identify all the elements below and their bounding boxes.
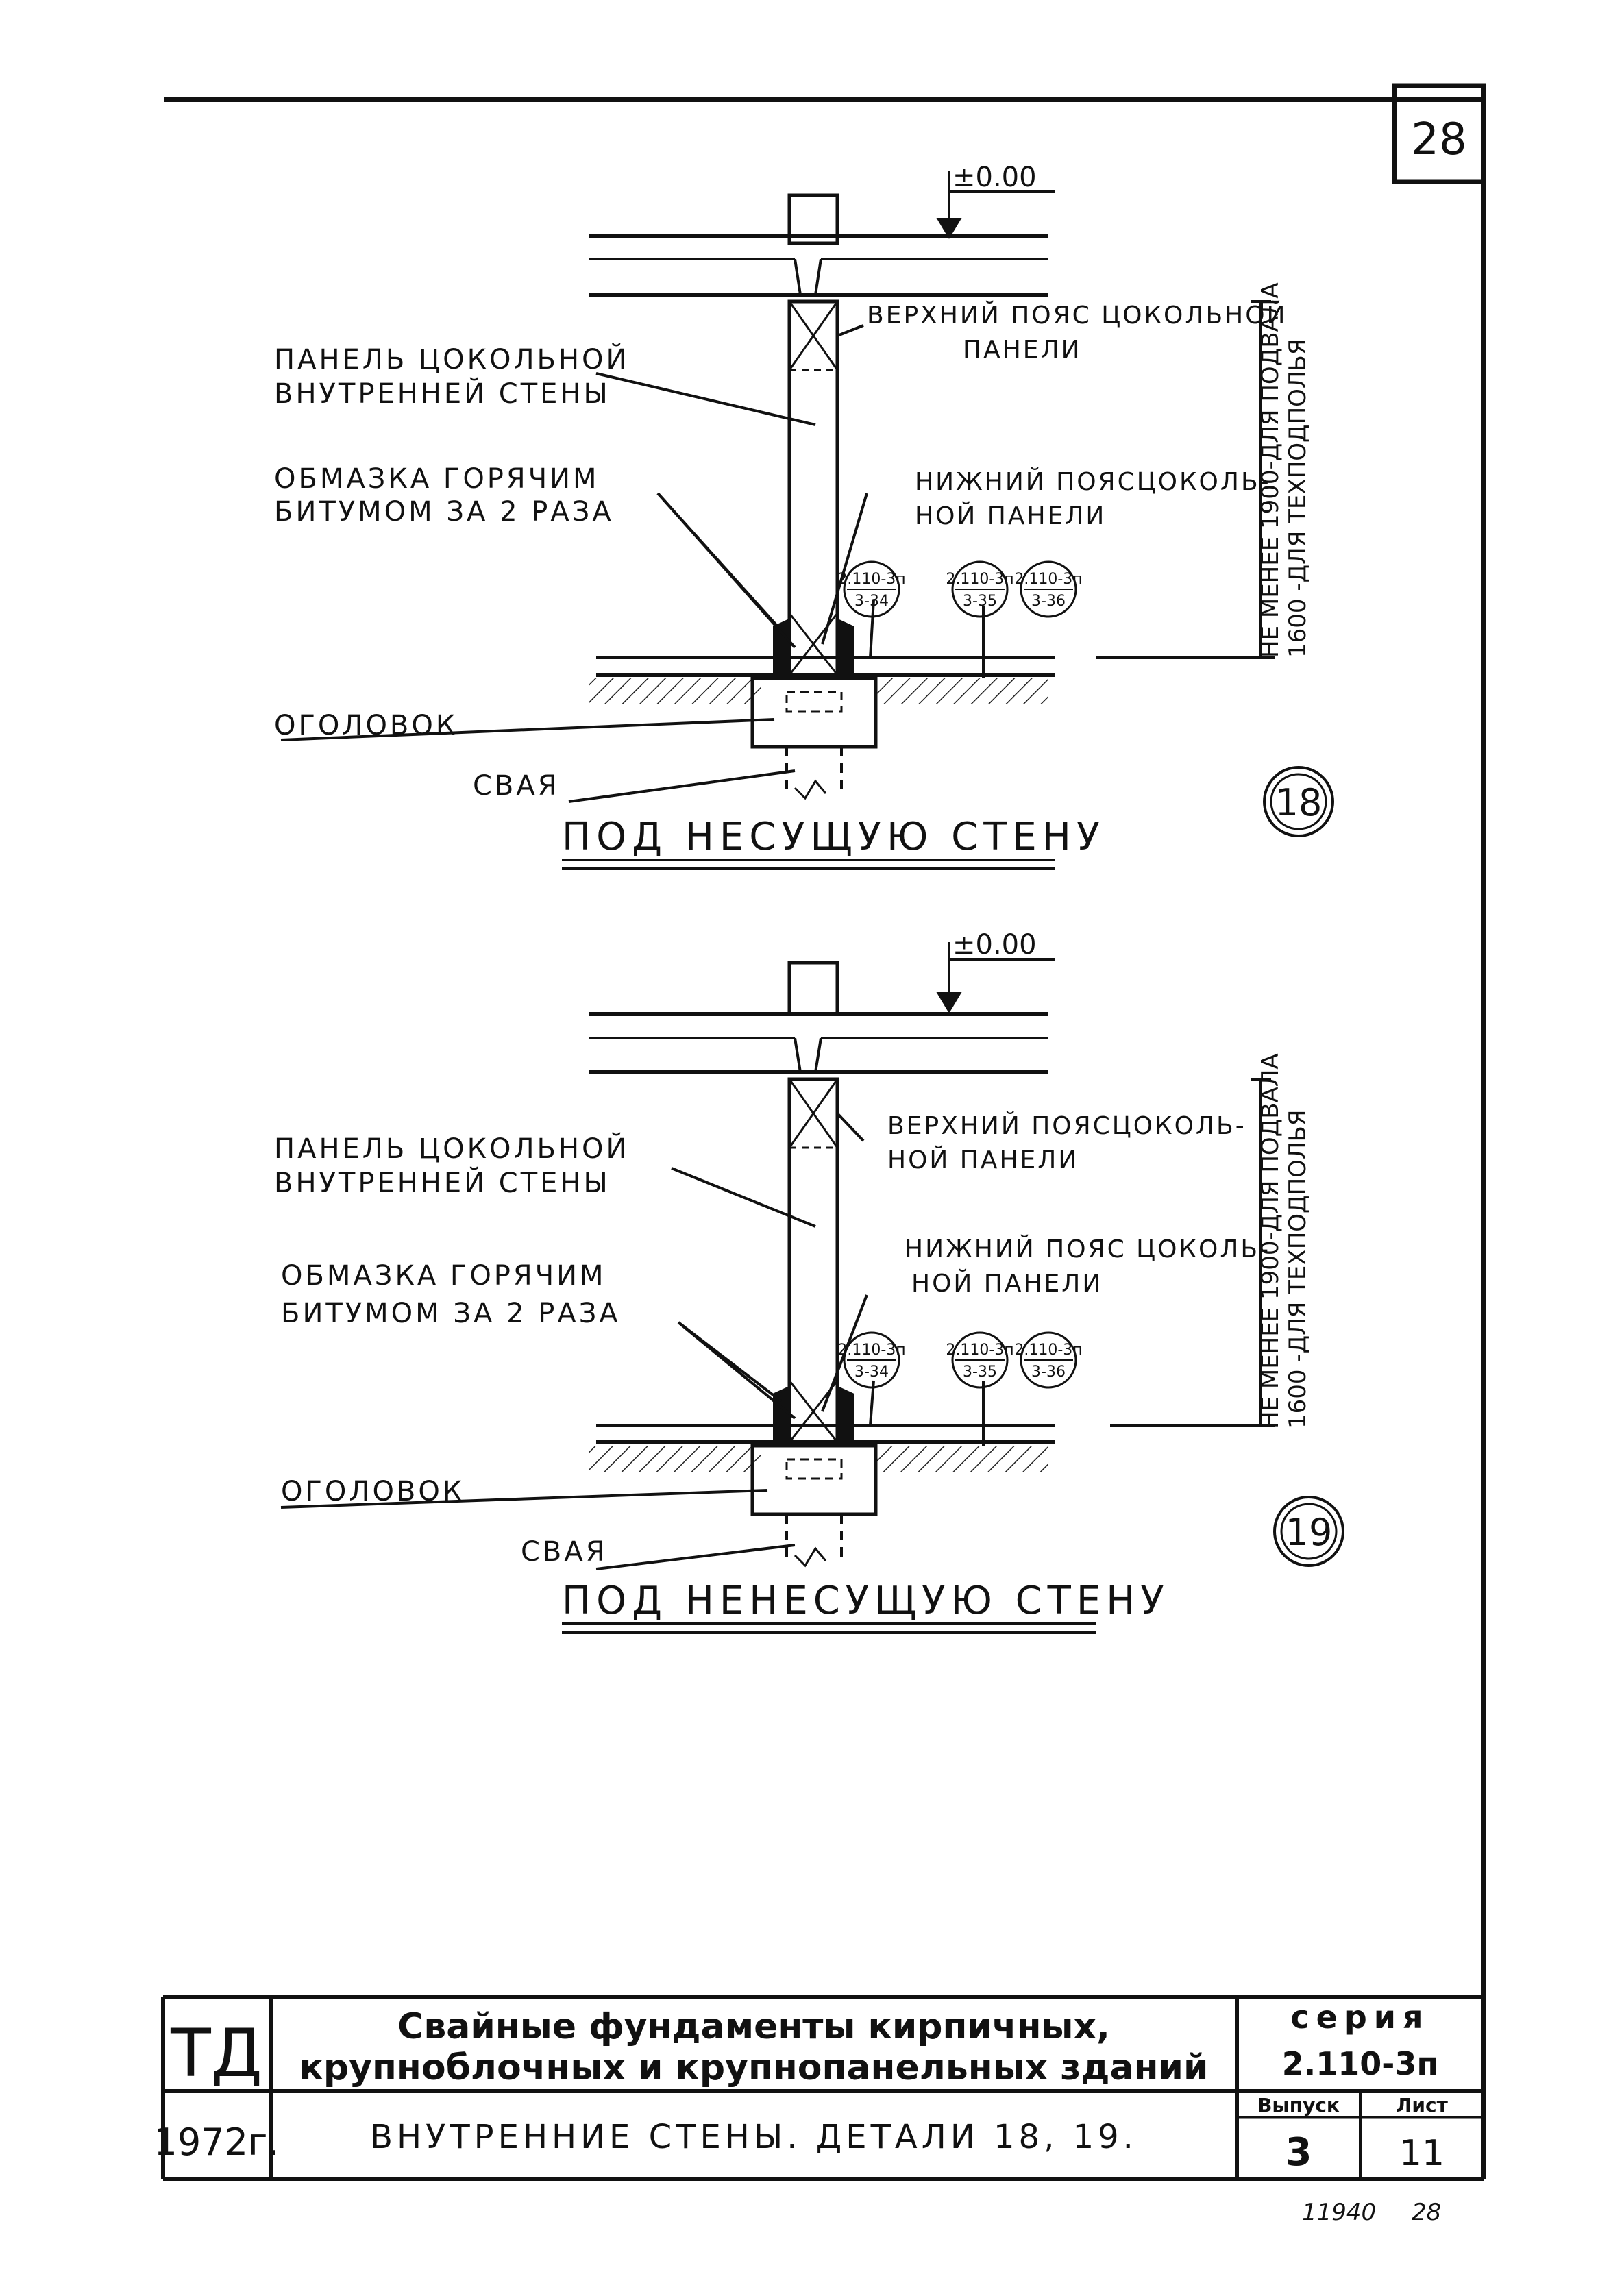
lower-belt-label-line2: НОЙ ПАНЕЛИ bbox=[915, 502, 1106, 530]
sheet-value: 11 bbox=[1399, 2133, 1444, 2174]
sheet-number-box: 28 bbox=[1392, 83, 1486, 184]
height-dimension-line1: НЕ МЕНЕЕ 1900-ДЛЯ ПОДВАЛА bbox=[1257, 282, 1284, 658]
coating-label-line2: БИТУМОМ ЗА 2 РАЗА bbox=[274, 496, 614, 528]
detail-18-texts: ±0.00 ПАНЕЛЬ ЦОКОЛЬНОЙ ВНУТРЕННЕЙ СТЕНЫ … bbox=[274, 162, 1322, 859]
elevation-label: ±0.00 bbox=[952, 929, 1037, 961]
issue-value: 3 bbox=[1286, 2130, 1312, 2175]
ref-1-top: 2.110-3п bbox=[837, 571, 905, 588]
title-line-2: крупноблочных и крупнопанельных зданий bbox=[299, 2047, 1209, 2088]
height-dimension-line2: 1600 -ДЛЯ ТЕХПОДПОЛЬЯ bbox=[1284, 339, 1312, 658]
coating-label-line1: ОБМАЗКА ГОРЯЧИМ bbox=[281, 1260, 606, 1292]
ref-2-bottom: 3-35 bbox=[963, 1363, 997, 1381]
panel-label-line1: ПАНЕЛЬ ЦОКОЛЬНОЙ bbox=[274, 1132, 629, 1165]
pile-label: СВАЯ bbox=[521, 1536, 608, 1568]
detail-19-texts: ±0.00 ПАНЕЛЬ ЦОКОЛЬНОЙ ВНУТРЕННЕЙ СТЕНЫ … bbox=[274, 929, 1332, 1623]
ref-2-bottom: 3-35 bbox=[963, 593, 997, 610]
upper-belt-label-line2: НОЙ ПАНЕЛИ bbox=[887, 1146, 1079, 1174]
detail-19-number: 19 bbox=[1286, 1511, 1333, 1554]
ref-2-top: 2.110-3п bbox=[946, 571, 1013, 588]
height-dimension-line2: 1600 -ДЛЯ ТЕХПОДПОЛЬЯ bbox=[1284, 1110, 1312, 1429]
footer-code: 11940 bbox=[1302, 2199, 1376, 2226]
sheet-title: ВНУТРЕННИЕ СТЕНЫ. ДЕТАЛИ 18, 19. bbox=[370, 2118, 1137, 2156]
detail-18 bbox=[280, 171, 1334, 870]
sheet-frame bbox=[161, 97, 1486, 2181]
sheet-label: Лист bbox=[1396, 2094, 1448, 2116]
title-line-1: Свайные фундаменты кирпичных, bbox=[397, 2006, 1110, 2047]
document-year: 1972г. bbox=[154, 2121, 280, 2164]
ref-3-bottom: 3-36 bbox=[1031, 593, 1066, 610]
sheet-number: 28 bbox=[1411, 114, 1466, 165]
elevation-label: ±0.00 bbox=[952, 162, 1037, 193]
lower-belt-label-line2: НОЙ ПАНЕЛИ bbox=[911, 1269, 1103, 1298]
detail-18-title: ПОД НЕСУЩУЮ СТЕНУ bbox=[562, 815, 1105, 859]
lower-belt-label-line1: НИЖНИЙ ПОЯСЦОКОЛЬ- bbox=[915, 467, 1271, 496]
detail-19 bbox=[280, 942, 1344, 1634]
pile-label: СВАЯ bbox=[473, 770, 560, 802]
ref-1-bottom: 3-34 bbox=[854, 1363, 889, 1381]
upper-belt-label-line2: ПАНЕЛИ bbox=[963, 336, 1082, 364]
cap-label: ОГОЛОВОК bbox=[274, 710, 458, 741]
issue-label: Выпуск bbox=[1257, 2094, 1340, 2116]
footer-sheet: 28 bbox=[1412, 2199, 1441, 2226]
upper-belt-label-line1: ВЕРХНИЙ ПОЯСЦОКОЛЬ- bbox=[887, 1111, 1246, 1140]
detail-18-number: 18 bbox=[1275, 781, 1323, 824]
footer: 11940 28 bbox=[1302, 2199, 1441, 2226]
title-block-texts: ТД 1972г. Свайные фундаменты кирпичных, … bbox=[154, 1999, 1449, 2175]
series-label: серия bbox=[1290, 1999, 1429, 2036]
series-value: 2.110-3п bbox=[1282, 2045, 1438, 2082]
upper-belt-label-line1: ВЕРХНИЙ ПОЯС ЦОКОЛЬНОЙ bbox=[867, 301, 1287, 330]
detail-19-title: ПОД НЕНЕСУЩУЮ СТЕНУ bbox=[562, 1579, 1170, 1623]
panel-label-line1: ПАНЕЛЬ ЦОКОЛЬНОЙ bbox=[274, 343, 629, 375]
title-block bbox=[163, 1995, 1484, 2179]
lower-belt-label-line1: НИЖНИЙ ПОЯС ЦОКОЛЬ- bbox=[905, 1235, 1270, 1263]
coating-label-line1: ОБМАЗКА ГОРЯЧИМ bbox=[274, 463, 600, 495]
ref-3-bottom: 3-36 bbox=[1031, 1363, 1066, 1381]
ref-2-top: 2.110-3п bbox=[946, 1342, 1013, 1359]
ref-1-top: 2.110-3п bbox=[837, 1342, 905, 1359]
ref-3-top: 2.110-3п bbox=[1014, 1342, 1082, 1359]
document-code: ТД bbox=[170, 2015, 262, 2092]
ref-1-bottom: 3-34 bbox=[854, 593, 889, 610]
height-dimension-line1: НЕ МЕНЕЕ 1900-ДЛЯ ПОДВАЛА bbox=[1257, 1053, 1284, 1429]
panel-label-line2: ВНУТРЕННЕЙ СТЕНЫ bbox=[274, 377, 611, 410]
panel-label-line2: ВНУТРЕННЕЙ СТЕНЫ bbox=[274, 1166, 611, 1199]
cap-label: ОГОЛОВОК bbox=[281, 1476, 465, 1507]
coating-label-line2: БИТУМОМ ЗА 2 РАЗА bbox=[281, 1298, 621, 1329]
ref-3-top: 2.110-3п bbox=[1014, 571, 1082, 588]
